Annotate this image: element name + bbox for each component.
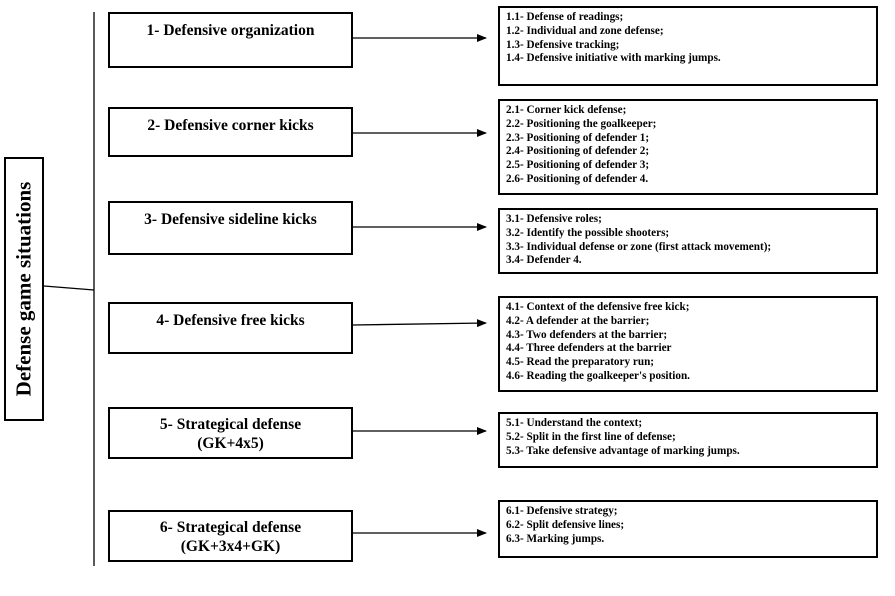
category-box-4: 4- Defensive free kicks bbox=[108, 302, 353, 354]
detail-item: 1.1- Defense of readings; bbox=[506, 11, 624, 23]
detail-box-1: 1.1- Defense of readings; 1.2- Individua… bbox=[498, 6, 878, 86]
category-box-6: 6- Strategical defense (GK+3x4+GK) bbox=[108, 510, 353, 562]
detail-item: 6.1- Defensive strategy; bbox=[506, 505, 618, 517]
detail-item: 6.3- Marking jumps. bbox=[506, 532, 605, 545]
detail-item: 5.2- Split in the first line of defense; bbox=[506, 430, 676, 443]
detail-item: 4.2- A defender at the barrier; bbox=[506, 314, 650, 327]
detail-box-4: 4.1- Context of the defensive free kick;… bbox=[498, 296, 878, 392]
detail-item: 4.4- Three defenders at the barrier bbox=[506, 342, 672, 355]
root-label: Defense game situations bbox=[11, 181, 36, 397]
detail-item: 6.2- Split defensive lines; bbox=[506, 518, 625, 531]
category-box-2: 2- Defensive corner kicks bbox=[108, 107, 353, 157]
detail-box-5: 5.1- Understand the context; 5.2- Split … bbox=[498, 412, 878, 468]
root-node: Defense game situations bbox=[4, 157, 44, 421]
category-title: 6- Strategical defense bbox=[159, 519, 302, 536]
detail-item: 1.2- Individual and zone defense; bbox=[506, 24, 664, 37]
category-title: 2- Defensive corner kicks bbox=[147, 117, 314, 134]
detail-item: 2.5- Positioning of defender 3; bbox=[506, 159, 650, 172]
detail-item: 2.3- Positioning of defender 1; bbox=[506, 131, 650, 144]
category-title: 4- Defensive free kicks bbox=[156, 312, 305, 329]
arrow-4 bbox=[352, 319, 487, 328]
detail-item: 3.4- Defender 4. bbox=[506, 254, 582, 267]
detail-item: 2.1- Corner kick defense; bbox=[506, 104, 627, 116]
detail-item: 3.3- Individual defense or zone (first a… bbox=[506, 240, 772, 253]
category-box-3: 3- Defensive sideline kicks bbox=[108, 201, 353, 255]
root-connector bbox=[43, 285, 95, 291]
detail-item: 1.4- Defensive initiative with marking j… bbox=[506, 52, 721, 65]
detail-item: 3.2- Identify the possible shooters; bbox=[506, 226, 670, 239]
detail-item: 2.6- Positioning of defender 4. bbox=[506, 172, 649, 185]
detail-item: 4.6- Reading the goalkeeper's position. bbox=[506, 369, 690, 382]
detail-item: 5.3- Take defensive advantage of marking… bbox=[506, 444, 740, 457]
category-title: 3- Defensive sideline kicks bbox=[144, 211, 317, 228]
category-subtitle: (GK+3x4+GK) bbox=[180, 538, 281, 555]
category-subtitle: (GK+4x5) bbox=[197, 435, 264, 452]
detail-item: 4.1- Context of the defensive free kick; bbox=[506, 301, 690, 313]
detail-item: 2.2- Positioning the goalkeeper; bbox=[506, 117, 657, 130]
detail-box-6: 6.1- Defensive strategy; 6.2- Split defe… bbox=[498, 500, 878, 558]
detail-box-2: 2.1- Corner kick defense; 2.2- Positioni… bbox=[498, 99, 878, 195]
detail-item: 1.3- Defensive tracking; bbox=[506, 38, 620, 51]
detail-item: 3.1- Defensive roles; bbox=[506, 213, 602, 225]
category-box-5: 5- Strategical defense (GK+4x5) bbox=[108, 407, 353, 459]
detail-item: 2.4- Positioning of defender 2; bbox=[506, 145, 650, 158]
detail-item: 5.1- Understand the context; bbox=[506, 417, 643, 429]
detail-item: 4.5- Read the preparatory run; bbox=[506, 356, 655, 369]
category-box-1: 1- Defensive organization bbox=[108, 12, 353, 68]
detail-box-3: 3.1- Defensive roles; 3.2- Identify the … bbox=[498, 208, 878, 274]
detail-item: 4.3- Two defenders at the barrier; bbox=[506, 328, 668, 341]
category-title: 5- Strategical defense bbox=[159, 416, 302, 433]
category-title: 1- Defensive organization bbox=[146, 22, 315, 39]
